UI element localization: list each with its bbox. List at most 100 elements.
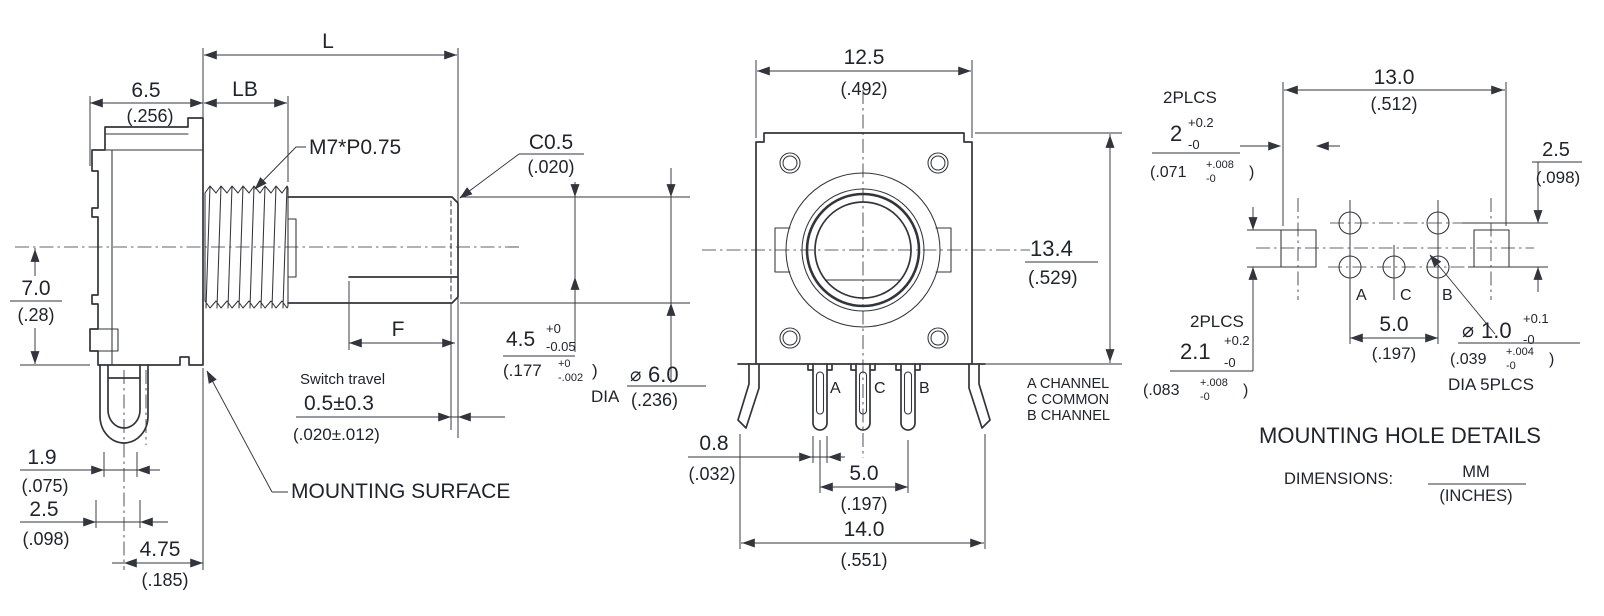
hole-centerlines [1256,198,1534,300]
hole-dia-sup: +0.1 [1523,311,1549,326]
view-title: MOUNTING HOLE DETAILS [1259,423,1541,448]
right-mounting-slot [1473,229,1510,268]
hole-dia-mm: 1.0 [1481,318,1512,343]
slot-width-plcs: 2PLCS [1163,88,1217,107]
dim-13-4-in: (.529) [1028,268,1078,289]
dim-F: F [392,318,405,341]
shaft-dia-symbol: ⌀ [630,365,641,386]
switch-travel-in: (.020±.012) [293,425,380,444]
front-view: 12.5 (.492) 13.4 (.529) 0.8 (.032) 5.0 (… [688,46,1122,570]
dim-6-5-in: (.256) [126,106,173,126]
dim-2-5-mm: 2.5 [29,498,58,521]
pin-b-slot [903,371,913,415]
slot-width-inch: (.071 [1150,164,1187,181]
dim-13-4-mm: 13.4 [1030,236,1073,261]
front-body-outline [755,132,973,365]
note-b-channel: B CHANNEL [1027,408,1110,424]
corner-hole-inner [782,155,798,171]
dim-5-0-mm: 5.0 [849,462,878,485]
dim-4-75-in: (.185) [141,570,188,590]
slot-height-inch: (.083 [1143,382,1180,399]
corner-hole [779,327,801,349]
dim-4-5-inch-sup: +0 [558,358,571,370]
front-centerlines [702,90,1030,458]
pin-c-label: C [874,380,886,397]
dim-14-0-mm: 14.0 [844,518,885,541]
slot-height-inch-close: ) [1243,382,1248,399]
slot-width-sup: +0.2 [1188,115,1214,130]
units-mm: MM [1462,463,1490,481]
note-c-common: C COMMON [1027,392,1109,408]
mounting-hole-view: 13.0 (.512) 2PLCS 2 +0.2 -0 (.071 +.008 … [1143,66,1582,505]
shaft-dia-in: (.236) [631,390,678,410]
dim-L: L [322,30,334,53]
slot-height-inch-sub: -0 [1200,391,1210,403]
body-outline [89,117,204,366]
pin-a-slot [815,371,825,415]
slot-width-inch-close: ) [1249,164,1254,181]
hole-dia-inch-close: ) [1549,351,1554,368]
dim-5-0-holes-mm: 5.0 [1379,313,1408,336]
chamfer-mm: C0.5 [529,131,573,154]
thread-spec: M7*P0.75 [309,136,401,159]
hole-c-label: C [1400,287,1412,304]
dim-0-8-mm: 0.8 [699,432,728,455]
left-mounting-slot [1280,229,1317,268]
switch-travel-label: Switch travel [300,371,385,388]
dim-4-5-tol-sub: -0.05 [546,339,576,354]
dim-13-0-in: (.512) [1370,94,1417,114]
dim-2-5-in: (.098) [22,529,69,549]
left-bent-leg [737,363,760,429]
pin-b-label: B [919,380,930,397]
slot-height-plcs: 2PLCS [1190,312,1244,331]
slot-height-sub: -0 [1224,355,1236,370]
shaft-relief [287,218,297,278]
dim-4-5-inch-sub: -.002 [558,372,583,384]
hole-dia-inch-sub: -0 [1506,360,1516,372]
dim-7-0-mm: 7.0 [21,277,50,300]
hole-dia-sub: -0 [1523,332,1535,347]
hole-dia-inch: (.039 [1450,351,1487,368]
dim-LB: LB [232,78,258,101]
pin-a-front [807,363,833,431]
dim-2-5-right-in: (.098) [1536,168,1580,187]
hole-dia-note: DIA 5PLCS [1448,375,1534,394]
slot-width-sub: -0 [1188,137,1200,152]
hole-dia-leader [1429,254,1496,335]
pcb-pins-side [99,364,149,444]
corner-hole [927,152,949,174]
corner-hole [779,152,801,174]
mounting-surface-label: MOUNTING SURFACE [291,480,510,503]
corner-hole-inner [782,330,798,346]
dim-4-5-mm: 4.5 [506,328,535,351]
pin-b-front [895,363,921,431]
dim-5-0-holes-in: (.197) [1372,344,1416,363]
slot-height-mm: 2.1 [1180,339,1211,364]
dim-4-5-inch: (.177 [503,361,542,380]
slot-width-mm: 2 [1170,121,1182,146]
chamfer-in: (.020) [527,157,574,177]
corner-hole-inner [930,155,946,171]
dim-1-9-in: (.075) [21,476,68,496]
dim-2-5-right-mm: 2.5 [1542,139,1570,161]
units-inches: (INCHES) [1439,487,1512,505]
dim-14-0-in: (.551) [840,550,887,570]
mounting-surface-leader [206,370,273,493]
dim-4-5-tol-sup: +0 [546,321,561,336]
body-details [97,133,204,366]
dimensions-label: DIMENSIONS: [1284,470,1393,488]
hole-dia-inch-sup: +.004 [1506,346,1534,358]
dim-7-0-in: (.28) [17,305,54,325]
note-a-channel: A CHANNEL [1027,376,1109,392]
shaft-dia-prefix: DIA [591,387,620,406]
mounting-dimension-lines [1152,82,1582,485]
dim-12-5-mm: 12.5 [844,46,885,69]
dimension-lines [10,48,706,570]
shaft-outline [287,196,459,304]
front-dimension-lines [688,60,1122,549]
dim-12-5-in: (.492) [840,79,887,99]
hole-dia-symbol: ⌀ [1462,320,1474,342]
dim-0-8-in: (.032) [688,464,735,484]
slot-height-inch-sup: +.008 [1200,377,1228,389]
dim-1-9-mm: 1.9 [27,446,56,469]
